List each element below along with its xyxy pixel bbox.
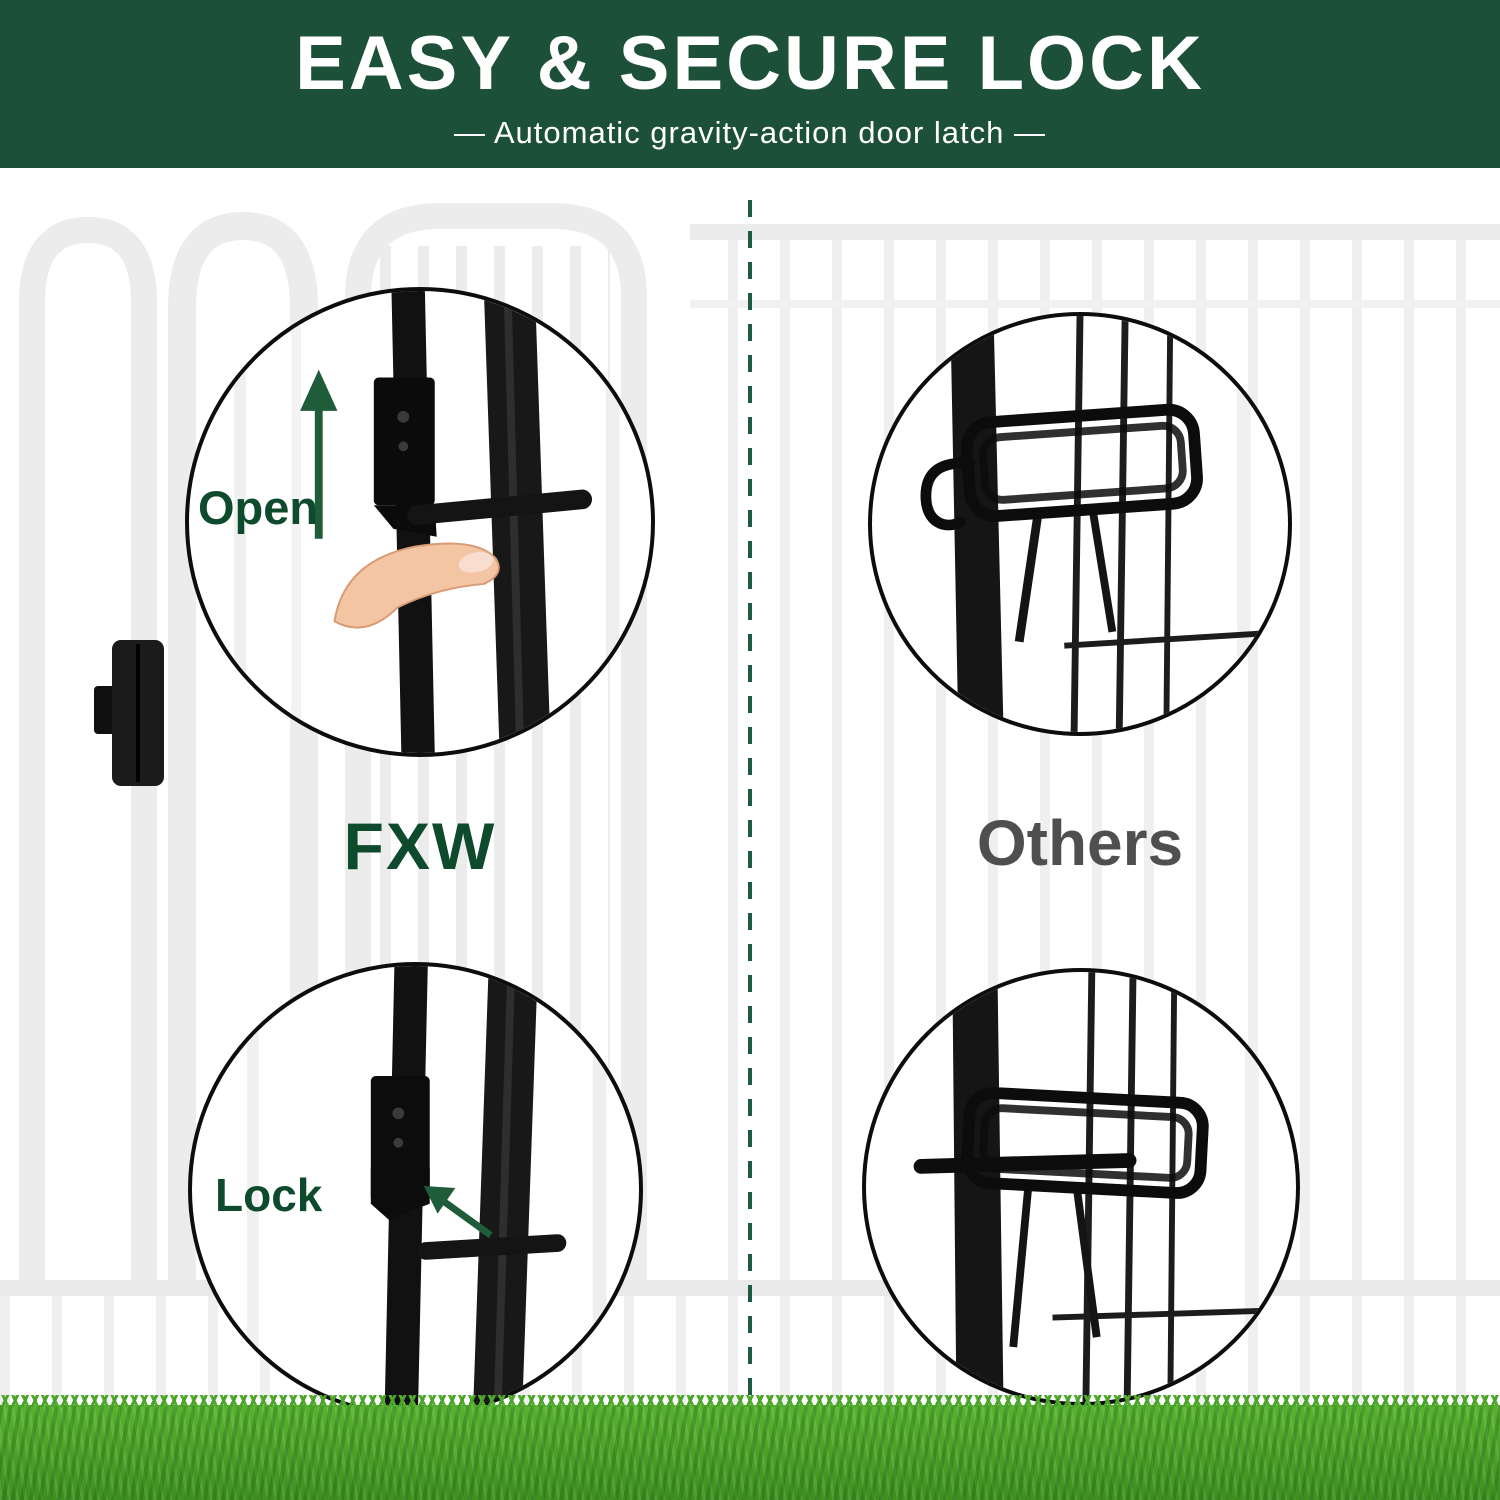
- fence-left-arches: [19, 211, 318, 1286]
- background-bar: [1236, 316, 1251, 732]
- fence-post: [952, 975, 1004, 1399]
- latch-hook: [920, 457, 976, 531]
- background-bars: [247, 966, 607, 1413]
- lock-pointer-arrow-icon: [423, 1186, 493, 1238]
- background-bars: [234, 291, 620, 753]
- fxw-brand-label: FXW: [343, 809, 497, 883]
- fence-wires: [1014, 316, 1288, 732]
- lock-label: Lock: [215, 1169, 323, 1221]
- wire-latch: [961, 1087, 1209, 1199]
- gate-frame-bar: [472, 966, 538, 1413]
- others-bottom-photo: [913, 972, 1296, 1402]
- wire-latch: [960, 403, 1203, 522]
- header-banner: EASY & SECURE LOCK — Automatic gravity-a…: [0, 0, 1500, 168]
- latch-handle-rod: [416, 1234, 567, 1260]
- others-top-callout: [868, 312, 1292, 736]
- others-top-photo: [920, 316, 1288, 732]
- comparison-divider: [748, 200, 752, 1406]
- fxw-lock-callout: [188, 962, 643, 1417]
- others-bottom-callout: [862, 968, 1300, 1406]
- page-title: EASY & SECURE LOCK: [295, 21, 1205, 106]
- up-arrow-icon: [300, 369, 338, 539]
- latch-slide-pin: [913, 1153, 1137, 1174]
- grass-strip: [0, 1395, 1500, 1500]
- page-subtitle: — Automatic gravity-action door latch —: [453, 115, 1047, 150]
- fxw-open-photo: [234, 291, 620, 753]
- gravity-latch-bracket: [370, 1076, 430, 1220]
- fxw-open-callout: [185, 287, 655, 757]
- gate-hinge: [94, 640, 164, 786]
- open-label: Open: [198, 481, 319, 534]
- gate-frame-bar: [483, 291, 551, 753]
- fxw-lock-photo: [247, 966, 607, 1413]
- finger: [333, 542, 500, 629]
- latch-handle-rod: [407, 489, 593, 525]
- background-bar: [1244, 972, 1259, 1402]
- others-brand-label: Others: [976, 807, 1184, 879]
